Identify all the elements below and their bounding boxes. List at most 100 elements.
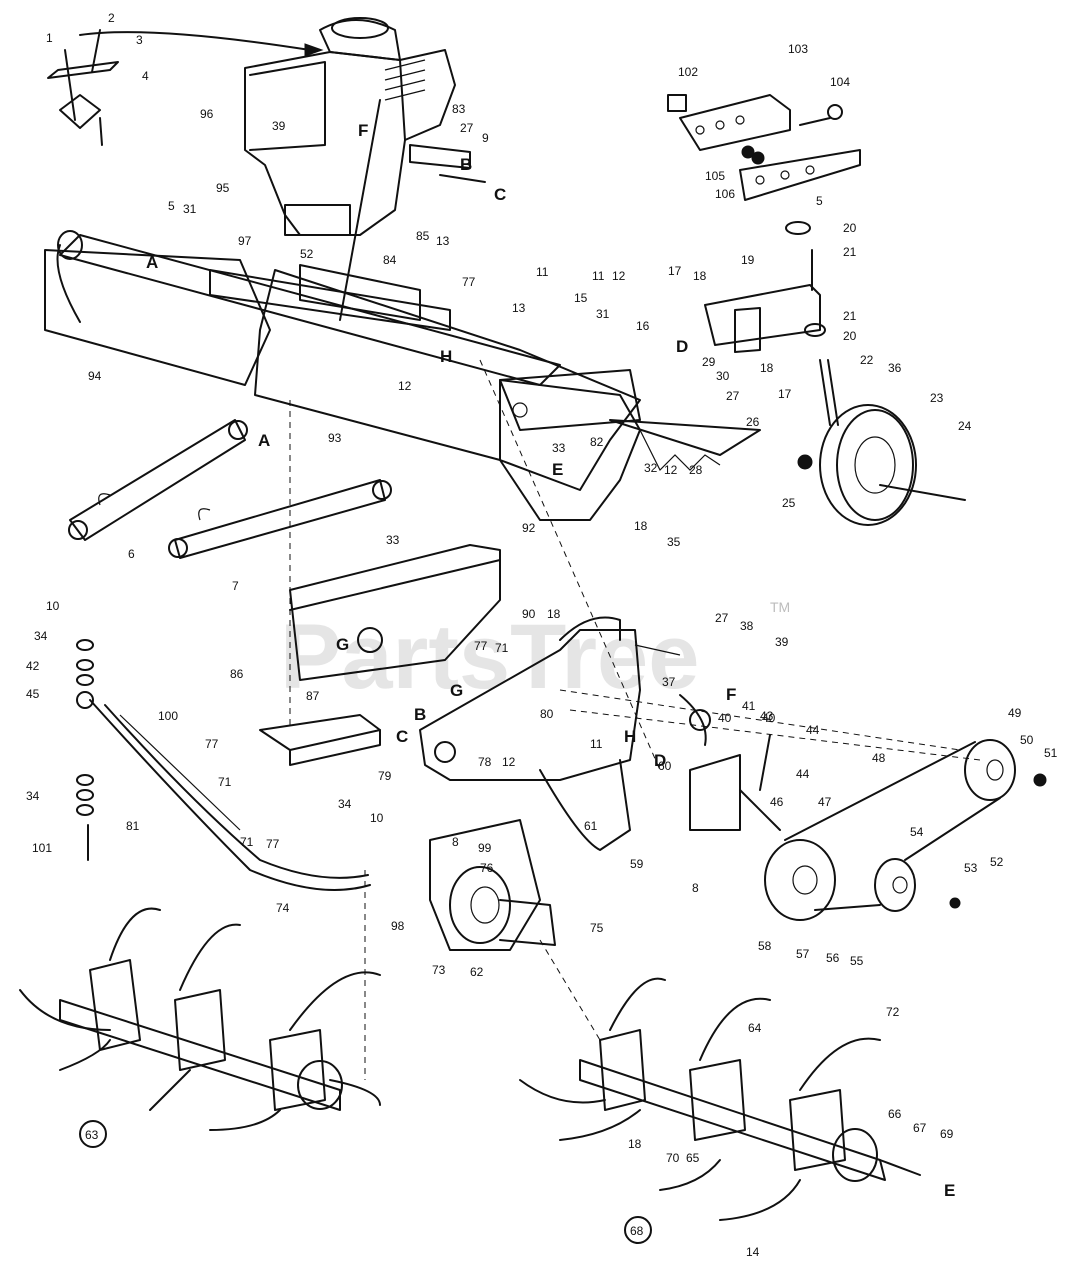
drive-chain — [76, 691, 371, 891]
part-number: 106 — [715, 187, 735, 201]
part-number: 97 — [238, 234, 252, 248]
ref-letter: D — [654, 751, 666, 770]
part-number: 57 — [796, 947, 810, 961]
part-number: 83 — [452, 102, 466, 116]
part-number: 92 — [522, 521, 536, 535]
part-number: 43 — [760, 709, 774, 723]
ref-letter: E — [552, 460, 563, 479]
part-number: 80 — [540, 707, 554, 721]
part-number: 11 — [536, 265, 549, 279]
part-number: 77 — [266, 837, 280, 851]
part-number: 27 — [726, 389, 740, 403]
ref-letter: B — [460, 155, 472, 174]
ref-letter: C — [396, 727, 408, 746]
part-number: 53 — [964, 861, 978, 875]
part-number: 98 — [391, 919, 405, 933]
part-number: 42 — [26, 659, 40, 673]
part-number: 40 — [762, 711, 776, 725]
part-number: 85 — [416, 229, 430, 243]
part-number: 87 — [306, 689, 320, 703]
part-number: 74 — [276, 901, 290, 915]
part-number: 31 — [596, 307, 610, 321]
part-number: 18 — [760, 361, 774, 375]
part-number: 18 — [693, 269, 707, 283]
part-number: 7 — [232, 579, 239, 593]
part-number: 11 — [592, 269, 605, 283]
belt-drive — [764, 739, 1047, 921]
part-number: 102 — [678, 65, 698, 79]
part-number: 65 — [686, 1151, 700, 1165]
engine — [79, 17, 486, 321]
part-number: 33 — [386, 533, 400, 547]
part-number: 33 — [552, 441, 566, 455]
part-number: 45 — [26, 687, 40, 701]
part-number: 73 — [432, 963, 446, 977]
part-number: 11 — [590, 737, 603, 751]
ref-letter: F — [358, 121, 368, 140]
part-number-labels: 1 2 3 4 96 39 83 27 9 95 85 84 52 13 97 … — [26, 11, 1058, 1259]
reference-lines — [289, 359, 981, 1080]
part-number: 82 — [590, 435, 604, 449]
part-number: 18 — [634, 519, 648, 533]
part-number: 60 — [658, 759, 672, 773]
part-number: 55 — [850, 954, 864, 968]
part-number: 48 — [872, 751, 886, 765]
belt-guard — [289, 544, 501, 681]
part-number: 58 — [758, 939, 772, 953]
ref-letter: A — [258, 431, 270, 450]
part-number: 39 — [272, 119, 286, 133]
tine-assembly-left — [19, 907, 381, 1131]
part-number: 17 — [668, 264, 682, 278]
part-number: 34 — [26, 789, 40, 803]
part-number: 76 — [480, 861, 494, 875]
mount-bracket — [259, 714, 381, 766]
part-number: 9 — [482, 131, 489, 145]
part-number: 24 — [958, 419, 972, 433]
part-number: 71 — [218, 775, 232, 789]
part-number: 34 — [338, 797, 352, 811]
part-number: 29 — [702, 355, 716, 369]
part-number: 35 — [667, 535, 681, 549]
callout-69-circle — [624, 1216, 652, 1244]
part-number: 59 — [630, 857, 644, 871]
part-number: 44 — [806, 723, 820, 737]
part-number: 20 — [843, 221, 857, 235]
ref-letter: A — [146, 253, 158, 272]
part-number: 40 — [718, 711, 732, 725]
part-number: 72 — [886, 1005, 900, 1019]
part-number: 99 — [478, 841, 492, 855]
washer-stack — [76, 639, 94, 861]
part-number: 5 — [168, 199, 175, 213]
part-number: 71 — [495, 641, 509, 655]
part-number: 2 — [108, 11, 115, 25]
part-number: 23 — [930, 391, 944, 405]
part-number: 25 — [782, 496, 796, 510]
ref-letter: B — [414, 705, 426, 724]
part-number: 63 — [85, 1128, 99, 1142]
part-number: 79 — [378, 769, 392, 783]
ref-letter: D — [676, 337, 688, 356]
part-number: 94 — [88, 369, 102, 383]
ref-letter: G — [450, 681, 463, 700]
part-number: 10 — [370, 811, 384, 825]
part-number: 54 — [910, 825, 924, 839]
part-number: 77 — [474, 639, 488, 653]
main-frame-tube — [57, 230, 641, 431]
part-number: 44 — [796, 767, 810, 781]
reference-letters: A A B C F H D E G G B C H D F E — [146, 121, 955, 1200]
part-number: 12 — [398, 379, 412, 393]
part-number: 8 — [452, 835, 459, 849]
part-number: 30 — [716, 369, 730, 383]
throttle-bracket — [47, 29, 119, 146]
part-number: 27 — [460, 121, 474, 135]
transmission-housing — [419, 616, 681, 951]
part-number: 56 — [826, 951, 840, 965]
part-number: 46 — [770, 795, 784, 809]
part-number: 12 — [612, 269, 626, 283]
part-number: 66 — [888, 1107, 902, 1121]
part-number: 1 — [46, 31, 53, 45]
part-number: 39 — [775, 635, 789, 649]
part-number: 49 — [1008, 706, 1022, 720]
depth-bar-brackets — [667, 94, 861, 201]
part-number: 75 — [590, 921, 604, 935]
